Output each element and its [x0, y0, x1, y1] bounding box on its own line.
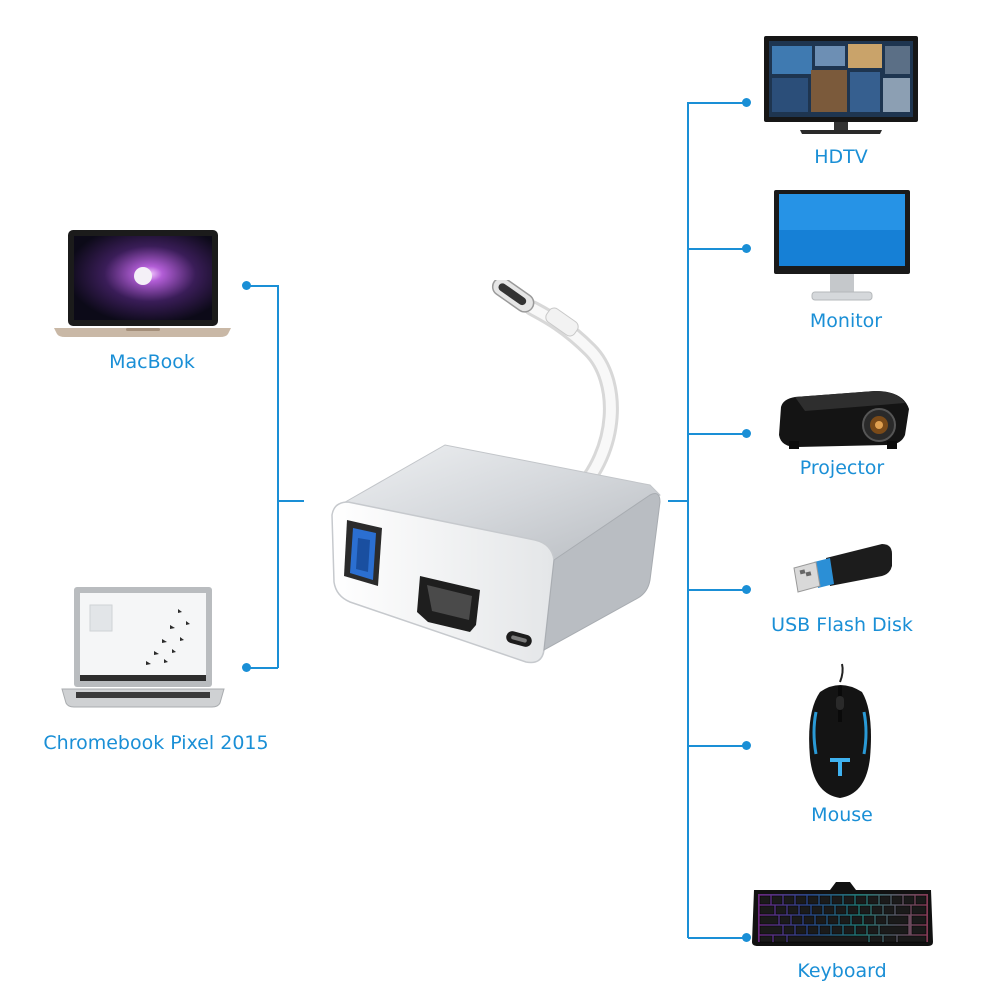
right-connector-dot-projector	[742, 429, 751, 438]
tv-icon	[764, 36, 918, 134]
right-stub-hdtv	[688, 102, 746, 104]
laptop-chromebook-icon	[61, 587, 225, 708]
monitor-icon	[774, 190, 910, 301]
right-connector-dot-hdtv	[742, 98, 751, 107]
device-label-macbook: MacBook	[109, 351, 195, 373]
right-stub-usb	[688, 589, 746, 591]
keyboard-icon	[752, 882, 933, 946]
device-label-usb-flash-disk: USB Flash Disk	[771, 614, 913, 636]
left-bracket-bottom-stub	[248, 667, 278, 669]
usb-flash-drive-icon	[793, 544, 892, 593]
device-label-keyboard: Keyboard	[797, 960, 887, 982]
device-label-projector: Projector	[799, 457, 885, 479]
right-stub-monitor	[688, 248, 746, 250]
device-label-monitor: Monitor	[809, 310, 883, 332]
device-label-chromebook: Chromebook Pixel 2015	[43, 732, 269, 754]
right-stub-keyboard	[688, 937, 746, 939]
device-label-hdtv: HDTV	[814, 146, 868, 168]
left-bracket-vertical	[277, 285, 279, 668]
right-connector-dot-usb	[742, 585, 751, 594]
usb-c-plug	[491, 280, 535, 313]
usb-a-port	[344, 520, 382, 586]
mouse-icon	[809, 663, 871, 798]
right-connector-dot-mouse	[742, 741, 751, 750]
left-connector-dot-macbook	[242, 281, 251, 290]
right-bracket-vertical	[687, 102, 689, 938]
laptop-macbook-icon	[54, 230, 231, 337]
right-connector-dot-monitor	[742, 244, 751, 253]
left-bracket-hub-link	[278, 500, 304, 502]
right-stub-mouse	[688, 745, 746, 747]
left-bracket-top-stub	[248, 285, 278, 287]
usb-c-hub-adapter	[331, 280, 661, 664]
left-connector-dot-chromebook	[242, 663, 251, 672]
hdmi-port	[417, 576, 480, 632]
projector-icon	[779, 391, 909, 449]
device-label-mouse: Mouse	[811, 804, 873, 826]
right-bracket-hub-link	[668, 500, 688, 502]
right-connector-dot-keyboard	[742, 933, 751, 942]
right-stub-projector	[688, 433, 746, 435]
